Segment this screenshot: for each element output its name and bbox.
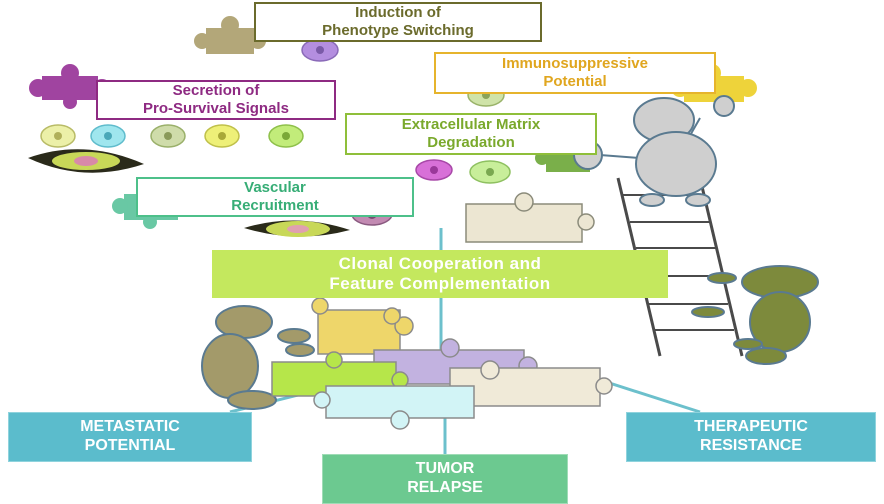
label-ecm-line2: Degradation — [427, 134, 515, 151]
endothelial-cell-right — [244, 220, 350, 237]
label-immunosuppressive-potential: Immunosuppressive Potential — [434, 52, 716, 94]
puzzle-stack — [271, 297, 613, 430]
label-immunosuppressive-line2: Potential — [543, 73, 607, 90]
label-vascular-line2: Recruitment — [231, 197, 319, 214]
outcome-therapeutic-line1: THERAPEUTIC — [694, 418, 808, 436]
banner-clonal-line2: Feature Complementation — [329, 274, 551, 293]
banner-clonal-cooperation: Clonal Cooperation and Feature Complemen… — [212, 250, 668, 298]
connector-right — [599, 378, 701, 414]
label-vascular-line1: Vascular — [244, 179, 306, 197]
outcome-metastatic-line2: POTENTIAL — [84, 437, 176, 454]
outcome-tumor-line2: RELAPSE — [407, 479, 483, 496]
label-vascular-recruitment: Vascular Recruitment — [136, 177, 414, 217]
banner-clonal-line1: Clonal Cooperation and — [338, 253, 542, 273]
outcome-metastatic-line1: METASTATIC — [80, 418, 180, 436]
stack-piece-cyan — [313, 385, 475, 430]
outcome-tumor-line1: TUMOR — [415, 460, 475, 478]
outcome-therapeutic-resistance: THERAPEUTIC RESISTANCE — [626, 412, 876, 462]
label-secretion-line2: Pro-Survival Signals — [143, 100, 289, 117]
grey-climber-figure — [573, 95, 735, 207]
puzzle-piece-beige — [465, 192, 595, 243]
outcome-metastatic-potential: METASTATIC POTENTIAL — [8, 412, 252, 462]
outcome-therapeutic-line2: RESISTANCE — [700, 437, 802, 454]
label-ecm-degradation: Extracellular Matrix Degradation — [345, 113, 597, 155]
label-phenotype-switching-line2: Phenotype Switching — [322, 22, 474, 39]
stack-piece-cream — [449, 360, 613, 407]
label-phenotype-switching: Induction of Phenotype Switching — [254, 2, 542, 42]
endothelial-cell-left — [28, 149, 144, 173]
label-ecm-line1: Extracellular Matrix — [401, 116, 541, 134]
label-phenotype-switching-line1: Induction of — [355, 4, 441, 22]
olive-figure-right — [691, 265, 819, 365]
label-secretion-line1: Secretion of — [172, 82, 260, 100]
outcome-tumor-relapse: TUMOR RELAPSE — [322, 454, 568, 504]
olive-figure-left — [201, 305, 315, 410]
label-immunosuppressive-line1: Immunosuppressive — [502, 55, 648, 73]
label-pro-survival-signals: Secretion of Pro-Survival Signals — [96, 80, 336, 120]
stack-piece-yellow — [311, 297, 414, 355]
